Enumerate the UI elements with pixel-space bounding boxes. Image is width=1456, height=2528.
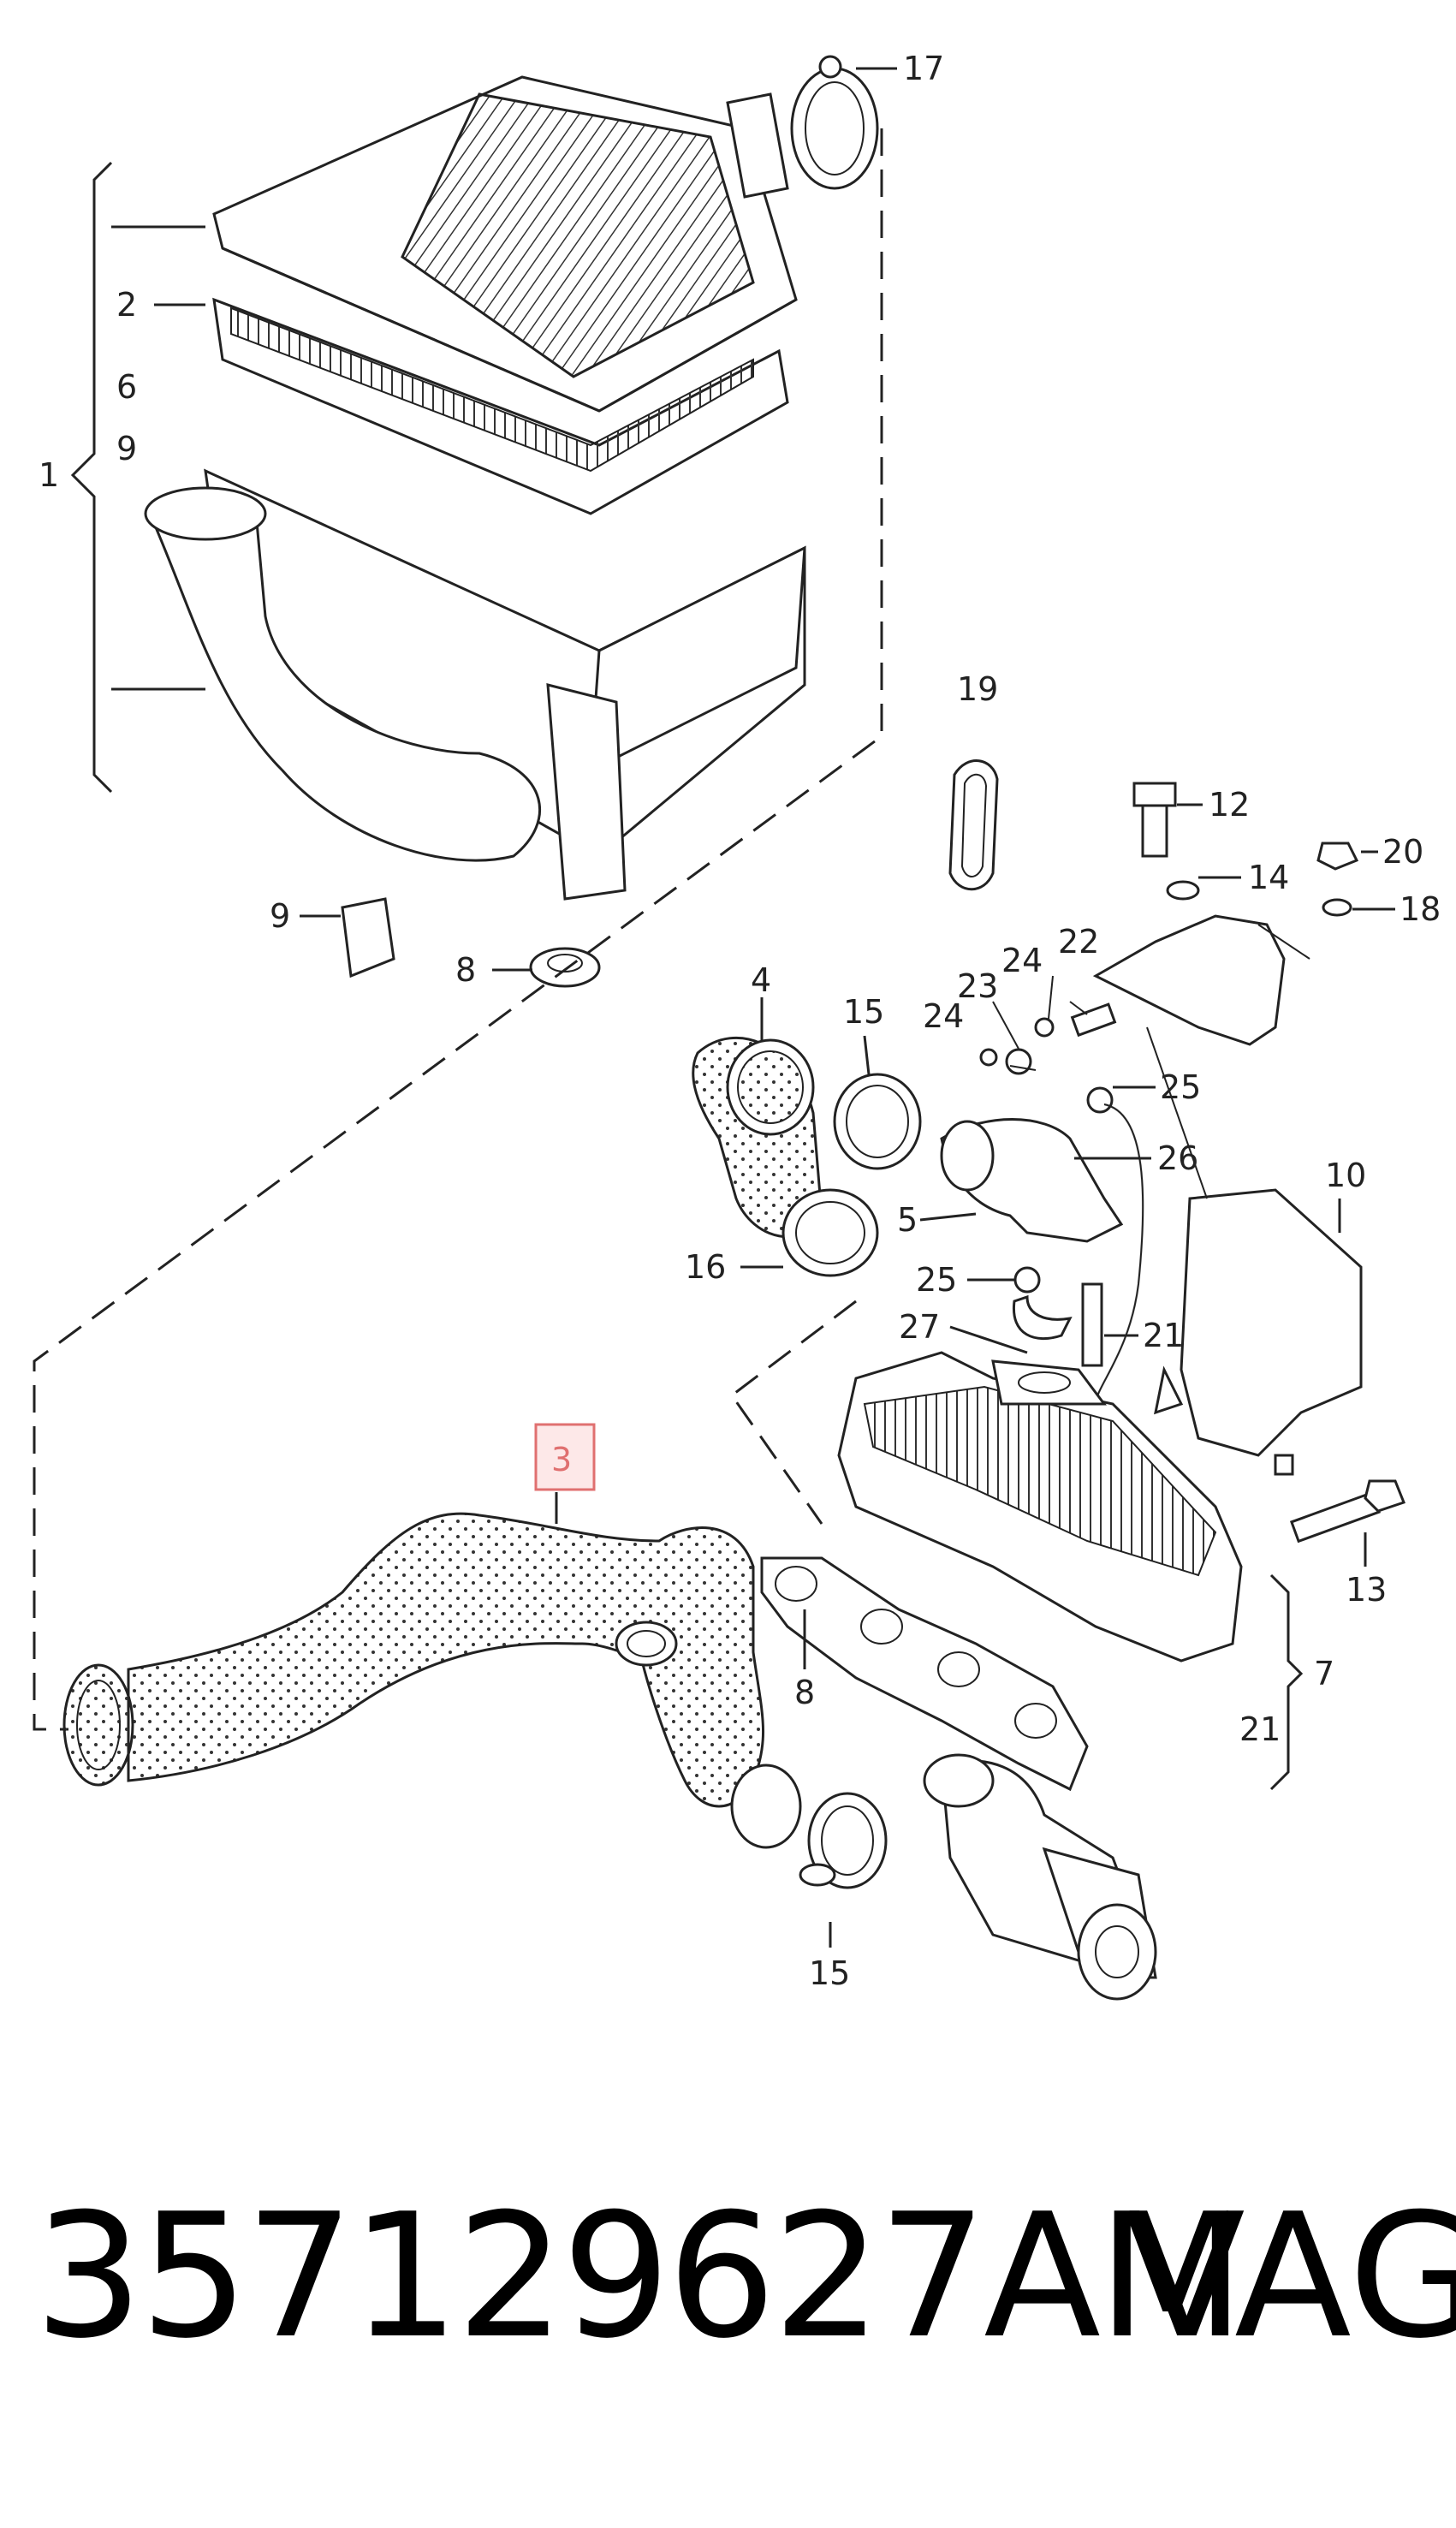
callout-21b: 21 <box>1239 1710 1281 1748</box>
callout-21a: 21 <box>1143 1317 1184 1354</box>
callout-25a: 25 <box>1160 1068 1201 1106</box>
highlight-box-3 <box>534 1423 596 1491</box>
leader-lines <box>154 67 1395 1948</box>
callout-24a: 24 <box>1001 942 1043 979</box>
callout-3: 3 <box>551 1441 572 1478</box>
part-number: 357129627AM <box>34 2177 1245 2376</box>
callout-8b: 8 <box>794 1674 815 1711</box>
callout-5: 5 <box>897 1201 918 1239</box>
callout-15b: 15 <box>809 1954 850 1992</box>
callout-22: 22 <box>1058 923 1099 961</box>
callout-9: 9 <box>116 430 137 467</box>
callout-9b: 9 <box>270 897 290 935</box>
callout-20: 20 <box>1382 833 1423 871</box>
callout-16: 16 <box>685 1248 726 1286</box>
callout-10: 10 <box>1325 1157 1366 1194</box>
callout-12: 12 <box>1209 786 1250 824</box>
callout-4: 4 <box>751 961 771 999</box>
callout-6: 6 <box>116 368 137 406</box>
callout-17: 17 <box>903 50 944 87</box>
exploded-parts-diagram: 17 2 6 9 1 19 12 20 14 18 9 8 4 15 24 22… <box>33 50 1441 2001</box>
callout-18: 18 <box>1400 890 1441 928</box>
intake-hose-3 <box>62 1512 802 1849</box>
callout-24b: 24 <box>923 997 964 1035</box>
callout-14: 14 <box>1248 859 1289 896</box>
callout-13: 13 <box>1346 1571 1387 1609</box>
callout-2: 2 <box>116 286 137 324</box>
callout-27: 27 <box>899 1308 940 1346</box>
callout-26: 26 <box>1157 1139 1198 1177</box>
air-filter-housing <box>144 55 879 988</box>
callout-25b: 25 <box>916 1261 957 1299</box>
callout-23: 23 <box>957 967 998 1005</box>
callout-15: 15 <box>843 993 884 1031</box>
callout-1: 1 <box>39 456 59 494</box>
callout-19: 19 <box>957 670 998 708</box>
brand-name: VAG <box>1128 2177 1456 2376</box>
callout-8: 8 <box>455 951 476 989</box>
callout-7: 7 <box>1314 1655 1334 1692</box>
